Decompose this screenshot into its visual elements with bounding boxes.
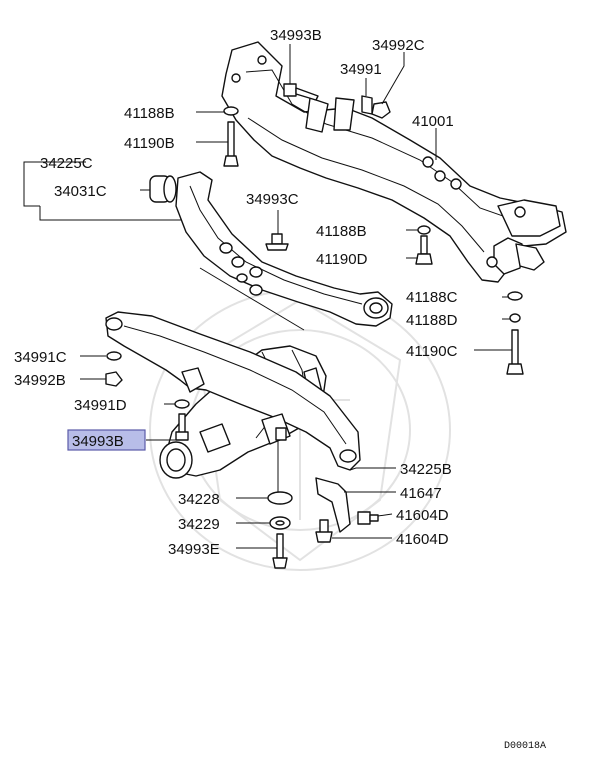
callout-labels: 34993B 34992C 34991 41188B 41001 41190B … [14, 27, 458, 558]
callout-34993B-top[interactable]: 34993B [270, 27, 322, 44]
washer-41188B-upper [223, 106, 239, 116]
diagram-code: D00018A [504, 741, 546, 752]
callout-34229[interactable]: 34229 [178, 516, 220, 533]
bolt-41190C [506, 329, 524, 375]
callout-41604D-a[interactable]: 41604D [396, 507, 449, 524]
callout-34993E[interactable]: 34993E [168, 541, 220, 558]
bolt-41190B [223, 121, 239, 167]
callout-34228[interactable]: 34228 [178, 491, 220, 508]
mount-bracket-34225B [105, 311, 361, 471]
bushing-34031C [149, 175, 177, 203]
callout-34031C[interactable]: 34031C [54, 183, 107, 200]
nut-34992C [371, 101, 391, 119]
leader-lines [23, 44, 512, 549]
washer-34991C [106, 351, 122, 361]
bolt-34993B-top [283, 83, 319, 101]
callout-41190B[interactable]: 41190B [124, 135, 175, 152]
callout-41188C[interactable]: 41188C [406, 289, 458, 306]
stopper-34228 [267, 491, 293, 505]
diff-mount-member-34225C [175, 171, 393, 327]
callout-41604D-b[interactable]: 41604D [396, 531, 449, 548]
callout-34993C[interactable]: 34993C [246, 191, 299, 208]
callout-34993B-selected[interactable]: 34993B [72, 433, 124, 450]
bolt-41604D-a [357, 511, 379, 525]
bolt-34993E [272, 533, 288, 569]
callout-34991C[interactable]: 34991C [14, 349, 67, 366]
nut-34992B [105, 371, 123, 387]
callout-41188B-upper[interactable]: 41188B [124, 105, 175, 122]
washer-41188D [509, 313, 521, 323]
bracket-41647 [315, 477, 351, 533]
bolt-41190D [415, 235, 433, 265]
callout-34991D[interactable]: 34991D [74, 397, 127, 414]
callout-34992C[interactable]: 34992C [372, 37, 425, 54]
callout-41647[interactable]: 41647 [400, 485, 442, 502]
washer-41188C [507, 291, 523, 301]
crossmember-41001 [221, 41, 567, 283]
bolt-34993B [175, 413, 189, 441]
callout-34225B[interactable]: 34225B [400, 461, 452, 478]
callout-34225C[interactable]: 34225C [40, 155, 93, 172]
callout-41001[interactable]: 41001 [412, 113, 454, 130]
callout-41188B-right[interactable]: 41188B [316, 223, 367, 240]
washer-41188B-right [417, 225, 431, 235]
washer-34991D [174, 399, 190, 409]
bolt-41604D-b [315, 519, 333, 543]
selected-part-highlight [67, 429, 146, 451]
callout-34991[interactable]: 34991 [340, 61, 382, 78]
bolt-34993C [265, 233, 289, 251]
callout-34992B[interactable]: 34992B [14, 372, 66, 389]
washer-34229 [269, 516, 291, 530]
washer-34991 [361, 95, 373, 115]
callout-41188D[interactable]: 41188D [406, 312, 458, 329]
callout-41190C[interactable]: 41190C [406, 343, 458, 360]
callout-41190D[interactable]: 41190D [316, 251, 368, 268]
